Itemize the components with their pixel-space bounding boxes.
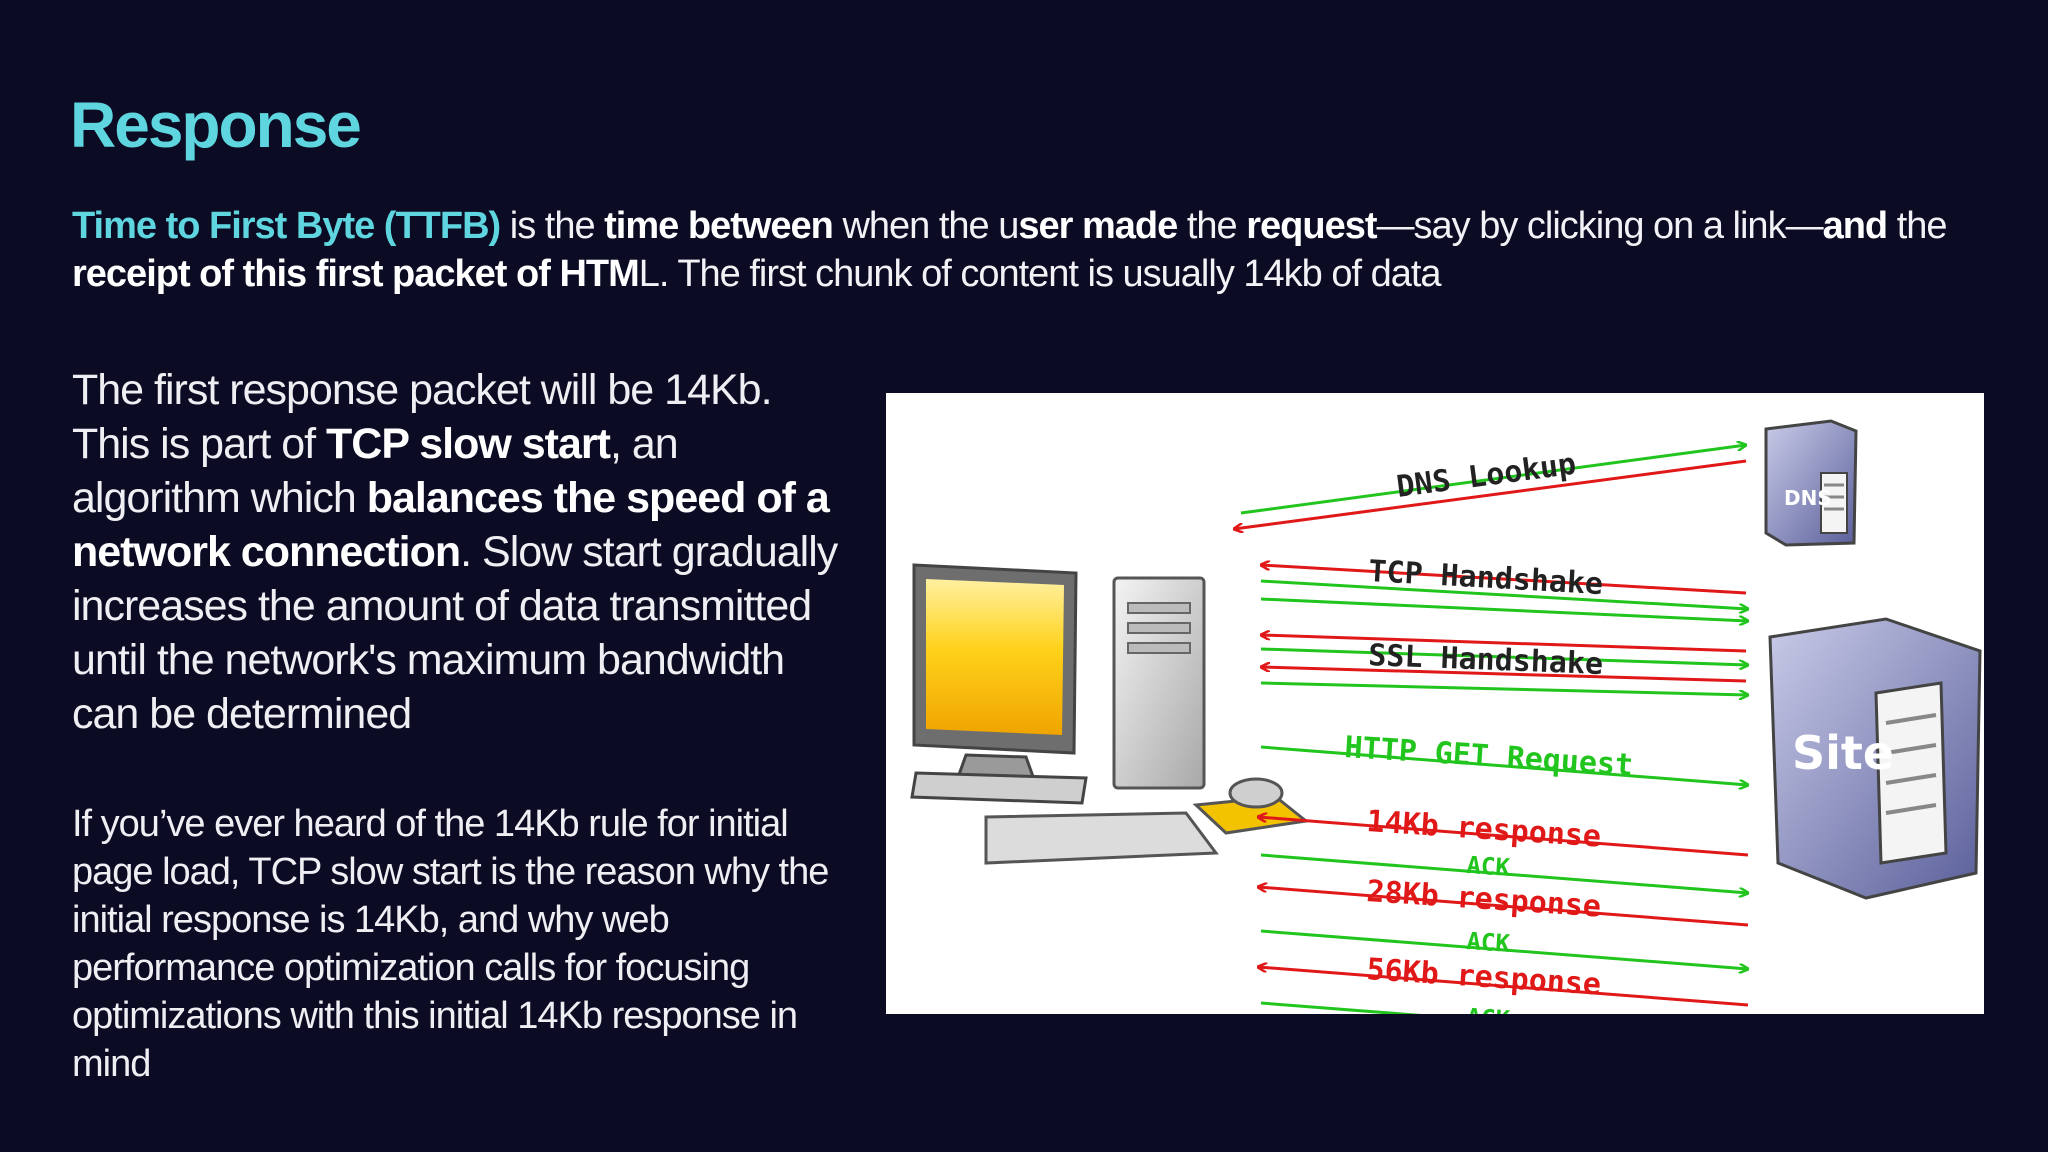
ack-1-label: ACK [1466, 851, 1512, 882]
site-server-label: Site [1792, 726, 1894, 780]
intro-bold: ser made [1018, 205, 1178, 247]
http-get-label: HTTP GET Request [1343, 730, 1634, 783]
dns-server-label: DNS [1784, 486, 1832, 510]
intro-text: is the [500, 205, 605, 247]
response-14kb-arrows: 14Kb response ACK [1258, 804, 1748, 893]
dns-lookup-arrows: DNS Lookup [1234, 445, 1746, 529]
response-56kb-arrows: 56Kb response ACK [1258, 952, 1749, 1014]
intro-text: the [1177, 205, 1247, 247]
para-text: , an algorithm which [72, 420, 679, 522]
para-text: . Slow start gradually increases the amo… [72, 528, 838, 738]
ssl-handshake-arrows: SSL Handshake [1261, 635, 1748, 695]
14kb-rule-paragraph: If you’ve ever heard of the 14Kb rule fo… [72, 803, 829, 1085]
ack-2-label: ACK [1466, 927, 1512, 958]
intro-bold: receipt of this first packet of HTM [72, 253, 640, 295]
network-timeline-diagram: DNS Site DNS Lookup TCP Handshake [886, 393, 1984, 1014]
para-text: The first response packet will be 14Kb. … [72, 366, 773, 468]
intro-text: when the u [832, 205, 1019, 247]
tcp-slow-start-paragraph: The first response packet will be 14Kb. … [72, 363, 852, 741]
intro-text: L. The first chunk of content is usually… [638, 253, 1442, 295]
site-server-icon: Site [1768, 617, 1982, 900]
intro-bold: and [1822, 205, 1889, 247]
http-get-arrow: HTTP GET Request [1260, 730, 1748, 785]
para-bold: balances the speed of a network connecti… [72, 474, 830, 576]
para-bold: TCP slow start [326, 420, 611, 468]
tcp-handshake-arrows: TCP Handshake [1261, 554, 1748, 621]
client-computer-icon [910, 563, 1310, 865]
response-14kb-label: 14Kb response [1365, 804, 1602, 854]
response-56kb-label: 56Kb response [1365, 952, 1602, 1002]
intro-text: the [1887, 205, 1948, 247]
response-28kb-label: 28Kb response [1365, 874, 1602, 924]
slide-title: Response [70, 89, 362, 161]
intro-bold: request [1246, 205, 1377, 247]
intro-text: —say by clicking on a link— [1376, 205, 1824, 247]
ttfb-term: Time to First Byte (TTFB) [72, 205, 501, 247]
ack-3-label: ACK [1466, 1003, 1512, 1014]
intro-bold: time between [604, 205, 834, 247]
ttfb-definition: Time to First Byte (TTFB) is the time be… [72, 202, 1972, 298]
diagram-canvas: DNS Site DNS Lookup TCP Handshake [910, 419, 1982, 1014]
tcp-handshake-label: TCP Handshake [1368, 554, 1604, 602]
dns-server-icon: DNS [1764, 419, 1858, 547]
